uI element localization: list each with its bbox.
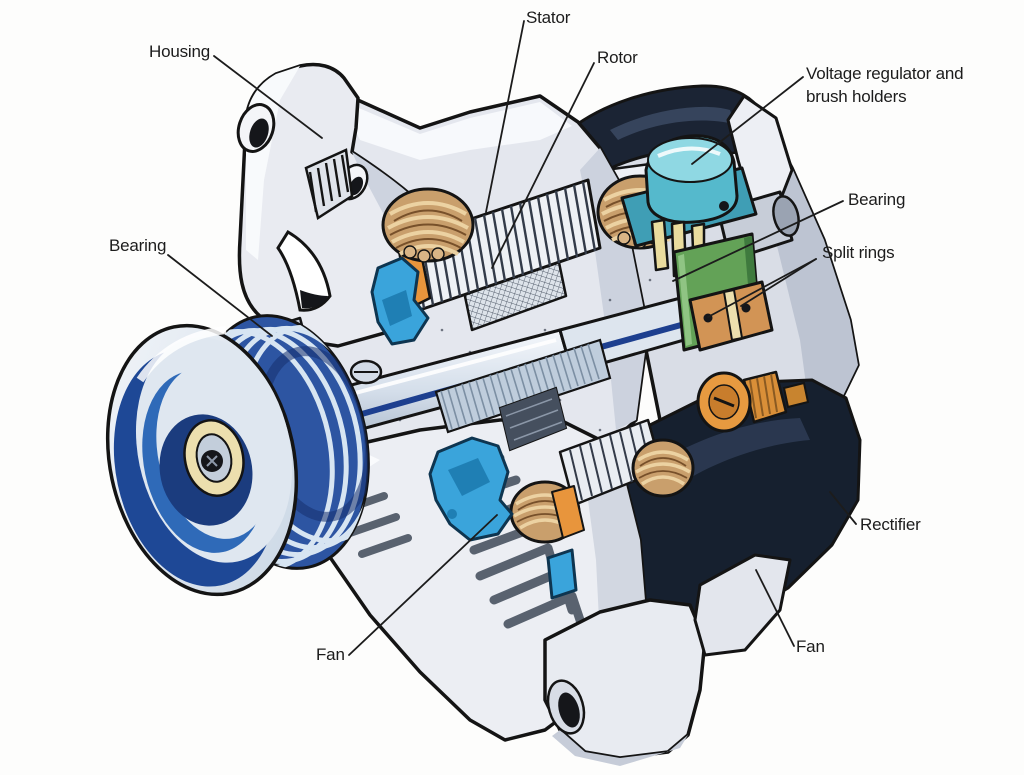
leader-fan-right <box>755 569 795 647</box>
pulley <box>105 314 391 597</box>
slip-ring-end-gear <box>696 370 810 433</box>
shaft-spline <box>434 338 612 434</box>
leader-split-rings-1 <box>707 258 817 318</box>
label-bearing-right: Bearing <box>848 190 906 209</box>
leader-voltage-regulator <box>691 76 804 165</box>
label-stator: Stator <box>526 8 571 27</box>
label-fan-left: Fan <box>316 645 345 664</box>
leader-rectifier <box>829 491 857 525</box>
leader-lines <box>167 20 857 656</box>
leader-split-rings-2 <box>740 258 817 307</box>
label-fan-right: Fan <box>796 637 825 656</box>
label-split-rings: Split rings <box>822 243 895 262</box>
rear-flange <box>693 553 792 657</box>
label-housing: Housing <box>149 42 210 61</box>
leader-stator <box>485 20 525 213</box>
leader-housing <box>213 55 323 139</box>
foot-bolt-hole <box>546 679 586 735</box>
adjuster-bolt <box>349 359 383 385</box>
label-bearing-left: Bearing <box>109 236 167 255</box>
cut-surface-hatch <box>304 148 354 221</box>
leader-bearing-left <box>167 254 273 337</box>
pulley-hub <box>159 414 253 526</box>
label-rectifier: Rectifier <box>860 515 921 534</box>
label-voltage-regulator: Voltage regulator and brush holders <box>806 64 964 106</box>
leader-bearing-right <box>672 200 844 282</box>
leader-fan-left <box>348 514 498 656</box>
mounting-foot <box>543 598 707 766</box>
label-rotor: Rotor <box>597 48 638 67</box>
fan-blades-blue <box>370 256 578 600</box>
mount-hole-top <box>236 103 276 153</box>
leader-rotor <box>491 62 595 269</box>
